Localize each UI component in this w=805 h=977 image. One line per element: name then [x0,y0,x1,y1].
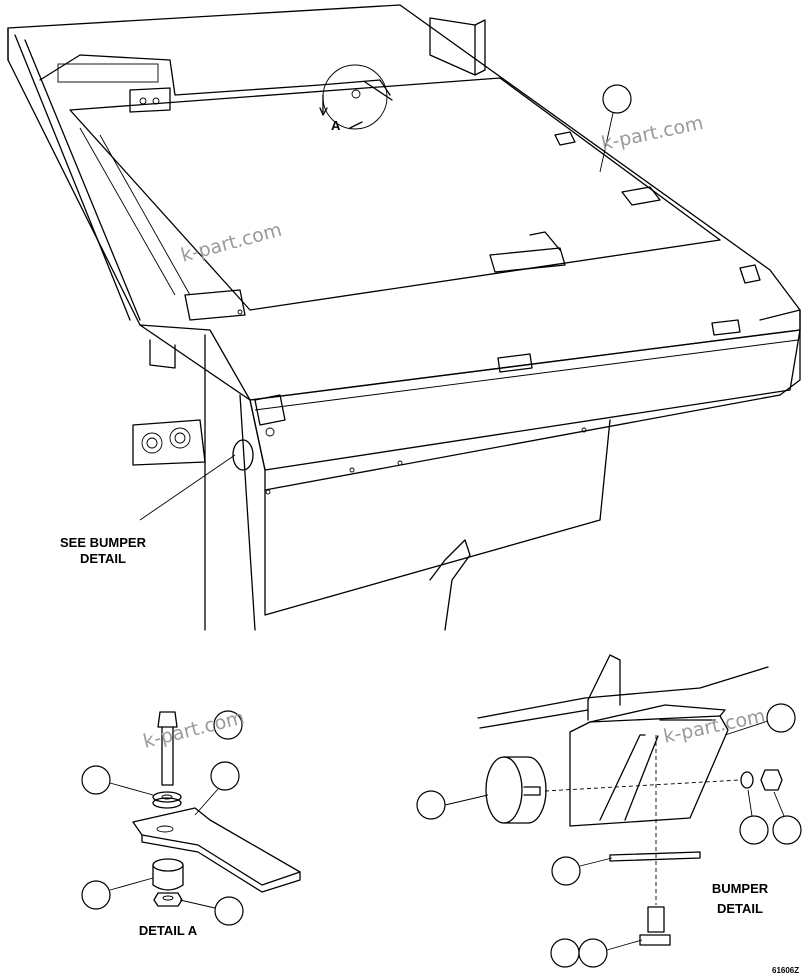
detail-a [81,710,301,926]
bumper-detail [416,654,802,968]
detail-a-label: DETAIL A [139,923,198,938]
bumper-detail-line-2: DETAIL [717,901,763,916]
see-bumper-detail-label: SEE BUMPER DETAIL [60,535,147,566]
bumper-detail-label: BUMPER DETAIL [712,881,769,916]
bumper-detail-line-1: BUMPER [712,881,769,896]
watermark-3: k-part.com [141,706,247,752]
main-assembly [7,4,801,631]
see-bumper-line-1: SEE BUMPER [60,535,147,550]
drawing-code: 61606Z [772,966,799,975]
watermark-1: k-part.com [599,112,705,155]
see-bumper-line-2: DETAIL [80,551,126,566]
view-a-label: A [331,118,341,133]
watermark-2: k-part.com [179,219,285,267]
watermark-4: k-part.com [661,705,767,748]
